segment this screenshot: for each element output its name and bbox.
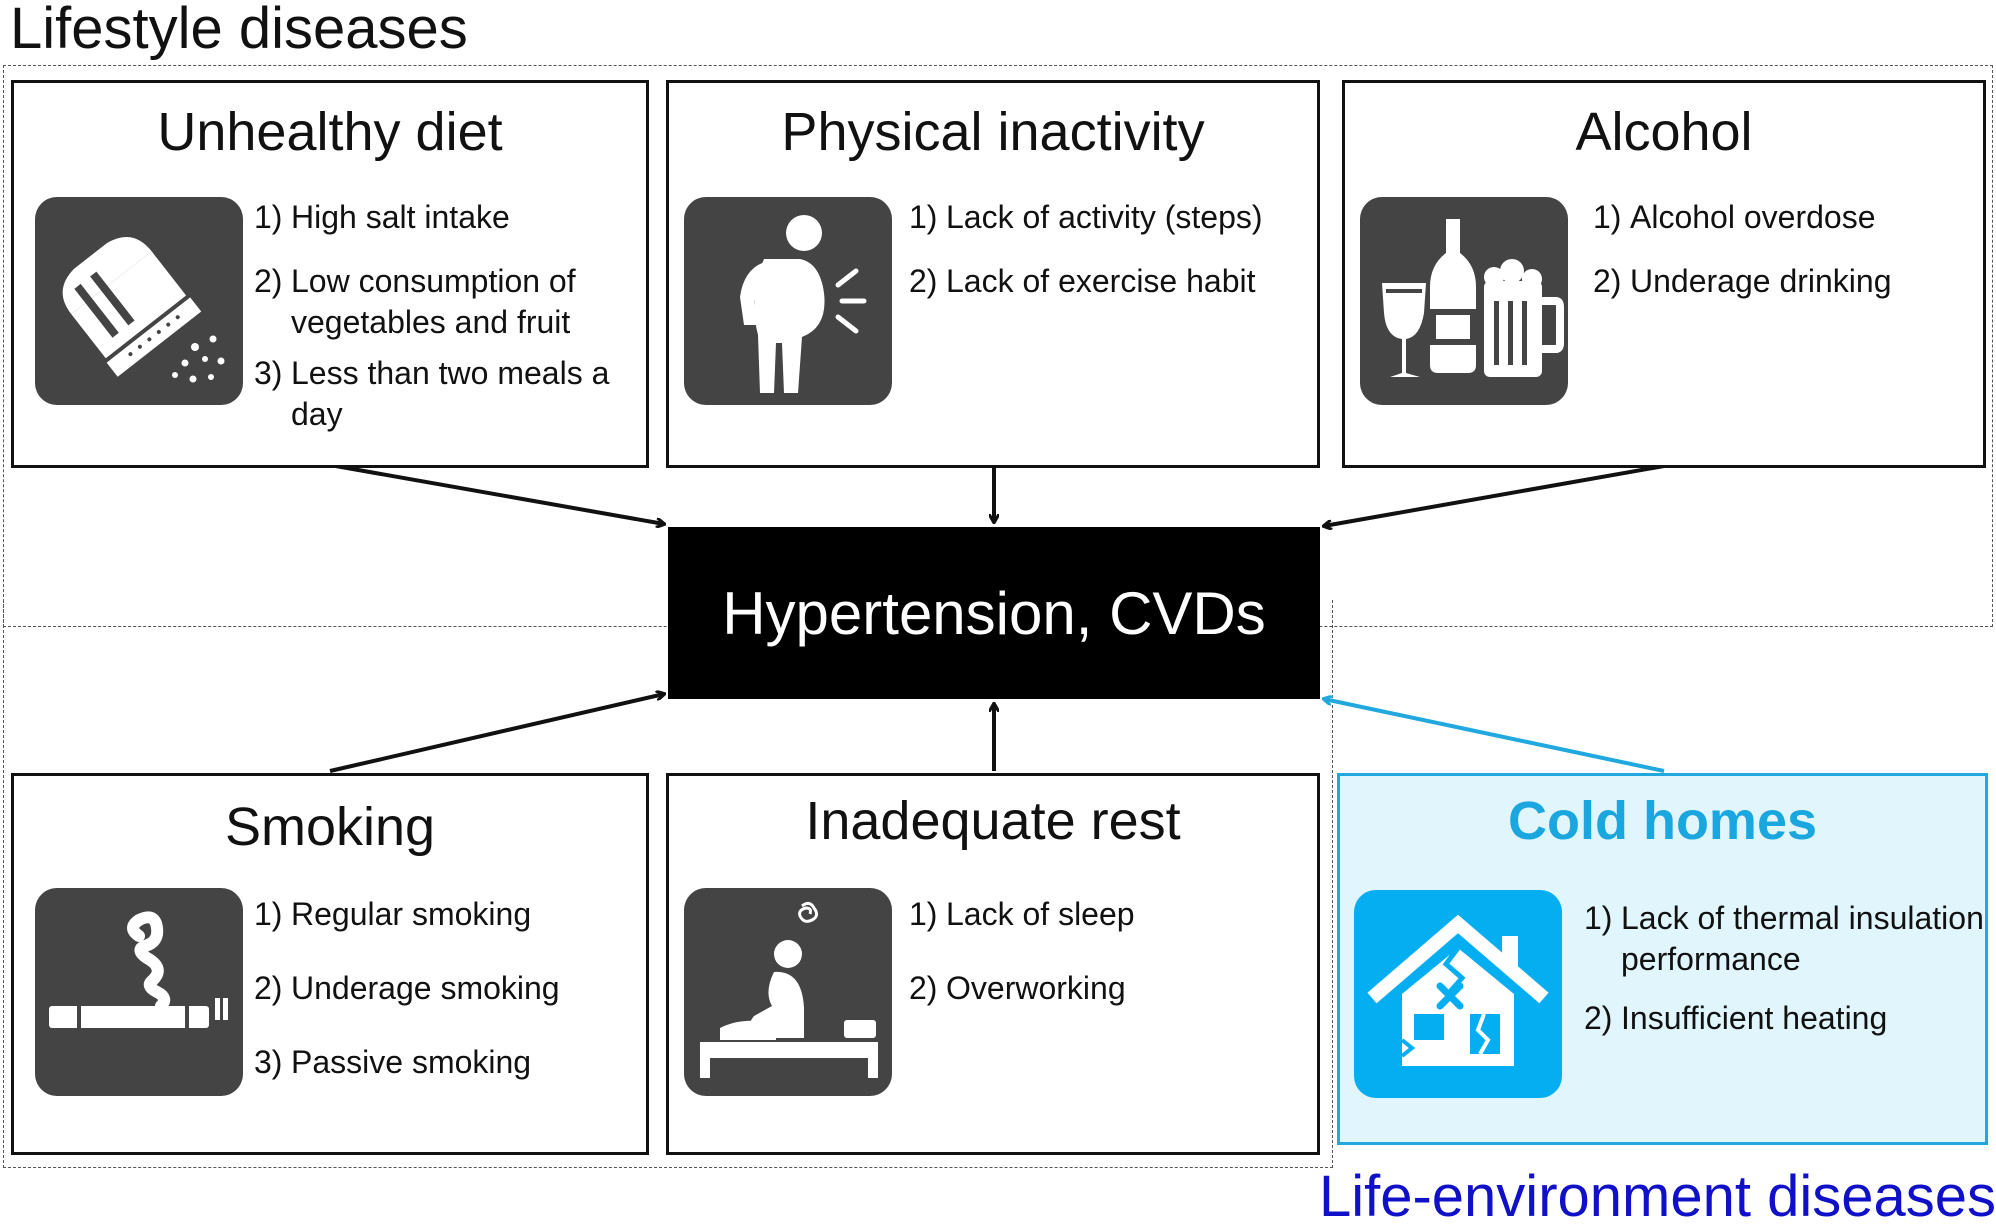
cracked-house-icon [1354, 890, 1562, 1098]
item-list: 1)Regular smoking 2)Underage smoking 3)P… [254, 894, 644, 1083]
card-inadequate-rest: Inadequate rest 1)Lack of sleep 2)Overwo… [666, 773, 1320, 1155]
card-alcohol: Alcohol 1)Alcohol overdose 2)Underage dr… [1342, 80, 1986, 468]
card-unhealthy-diet: Unhealthy diet [11, 80, 649, 468]
list-item: 1)Regular smoking [254, 896, 532, 932]
cigarette-icon [35, 888, 243, 1096]
card-title: Smoking [224, 797, 436, 857]
lifestyle-diseases-label: Lifestyle diseases [10, 0, 468, 61]
arrow-cold-to-center [1324, 699, 1665, 773]
card-cold-homes: Cold homes 1)Lack of thermal insulation … [1337, 773, 1988, 1145]
item-list: 1)Alcohol overdose 2)Underage drinking [1593, 197, 1983, 302]
card-physical-inactivity: Physical inactivity 1)Lack of activity (… [666, 80, 1320, 468]
list-item: 2)Insufficient heating [1584, 1000, 1888, 1036]
center-hypertension-box: Hypertension, CVDs [668, 527, 1320, 699]
inactive-person-icon [684, 197, 892, 405]
card-title: Cold homes [1507, 791, 1818, 851]
list-item: 1)Lack of activity (steps) [909, 199, 1263, 235]
item-list: 1)Lack of activity (steps) 2)Lack of exe… [909, 197, 1319, 302]
card-title: Physical inactivity [781, 102, 1205, 162]
alcohol-drinks-icon [1360, 197, 1568, 405]
item-list: 1)Lack of sleep 2)Overworking [909, 894, 1319, 1009]
list-item: 1)Alcohol overdose [1593, 199, 1876, 235]
list-item: 3)Passive smoking [254, 1044, 532, 1080]
list-item: 1)Lack of thermal insulation performance [1584, 900, 1984, 977]
card-smoking: Smoking 1)Regular smoking 2)Underage smo… [11, 773, 649, 1155]
item-list: 1)High salt intake 2)Low consumption of … [254, 197, 644, 435]
card-title: Alcohol [1575, 102, 1753, 162]
life-environment-diseases-label: Life-environment diseases [1318, 1164, 1996, 1229]
card-title: Inadequate rest [805, 791, 1181, 851]
list-item: 2)Overworking [909, 970, 1126, 1006]
list-item: 1)Lack of sleep [909, 896, 1135, 932]
list-item: 2)Low consumption of vegetables and frui… [254, 263, 576, 340]
list-item: 2)Underage smoking [254, 970, 560, 1006]
tired-person-bed-icon [684, 888, 892, 1096]
item-list: 1)Lack of thermal insulation performance… [1584, 898, 1984, 1039]
salt-shaker-icon [35, 197, 243, 405]
list-item: 2)Underage drinking [1593, 263, 1892, 299]
list-item: 2)Lack of exercise habit [909, 263, 1256, 299]
lifestyle-region-bottom [3, 600, 1333, 1168]
card-title: Unhealthy diet [157, 102, 503, 162]
list-item: 3)Less than two meals a day [254, 355, 610, 432]
list-item: 1)High salt intake [254, 199, 510, 235]
